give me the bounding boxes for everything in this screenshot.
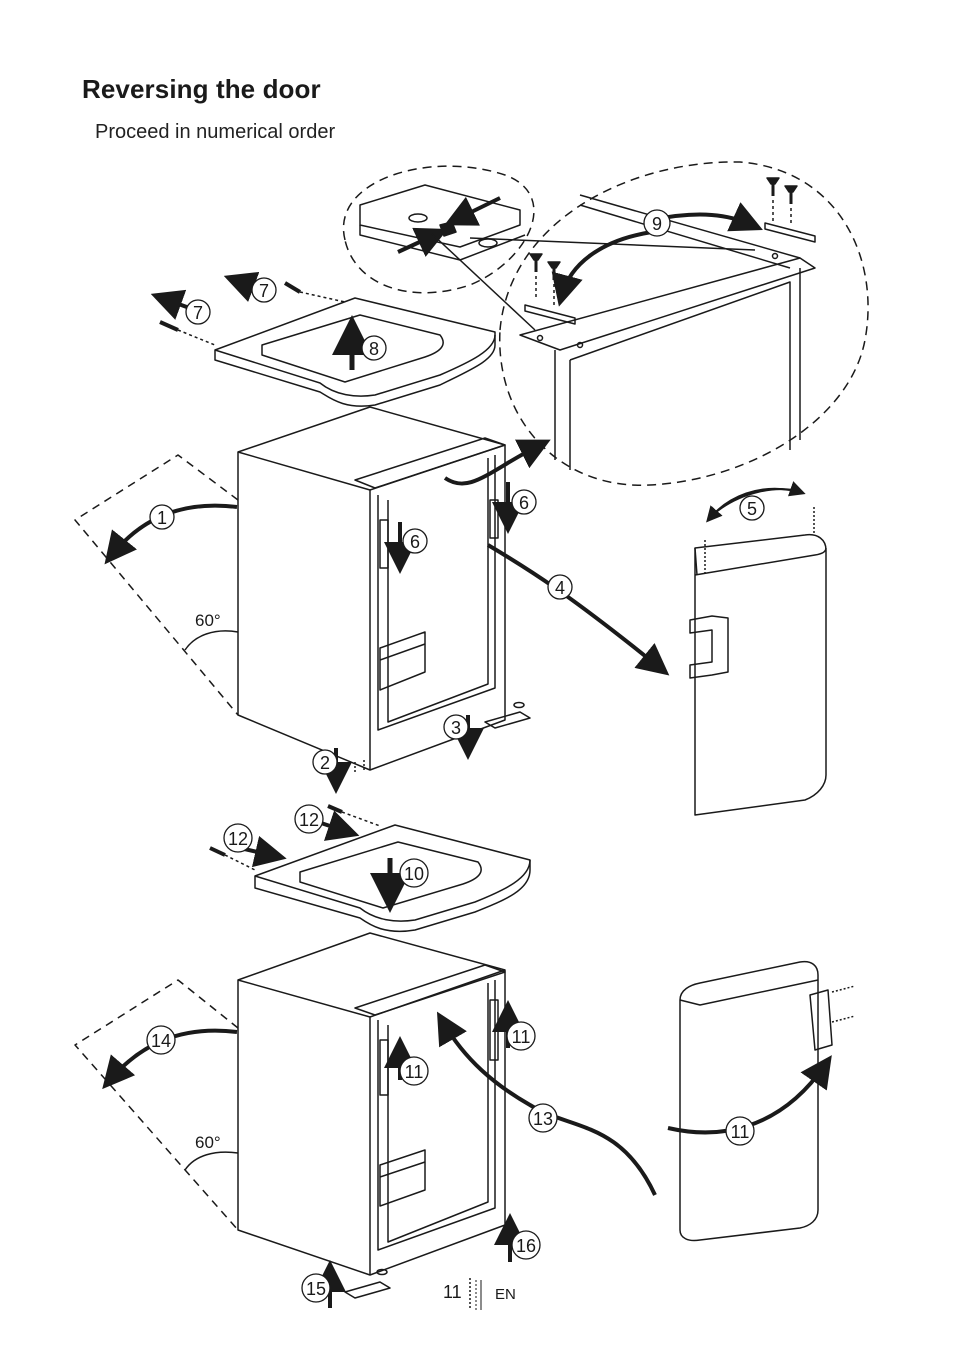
step-15-label: 15 [306,1279,326,1299]
step-3-label: 3 [451,718,461,738]
step-11b-label: 11 [512,1027,531,1047]
step-7b-label: 7 [259,281,269,301]
page-number: 11 [443,1282,462,1302]
angle-label-top: 60° [195,611,221,630]
door-bottom [679,960,856,1242]
step-2-label: 2 [320,753,330,773]
footer-divider-icon [475,1280,482,1310]
worktop-bottom [254,824,531,932]
step-4-label: 4 [555,578,565,598]
step-14-label: 14 [151,1031,171,1051]
step-8-label: 8 [369,339,379,359]
step-7a-label: 7 [193,303,203,323]
step-11c-label: 11 [731,1122,750,1142]
fridge-body-bottom [237,932,506,1276]
step-11a-label: 11 [405,1062,424,1082]
detail-circle-left [342,165,535,294]
angle-label-bottom: 60° [195,1133,221,1152]
step-9-label: 9 [652,214,662,234]
worktop-top [214,297,496,407]
page-subtitle: Proceed in numerical order [95,121,336,143]
door-top [689,533,827,816]
step-5-label: 5 [747,499,757,519]
step-12a-label: 12 [228,829,248,849]
step-13-label: 13 [533,1109,553,1129]
language-code: EN [495,1286,516,1303]
step-12b-label: 12 [299,810,319,830]
fridge-body-top [237,406,506,771]
step-6a-label: 6 [410,532,420,552]
detail-circle-right [499,161,869,486]
step-1-label: 1 [157,508,167,528]
step-16-label: 16 [516,1236,536,1256]
page-title: Reversing the door [82,74,321,104]
step-10-label: 10 [404,864,424,884]
step-6b-label: 6 [519,493,529,513]
